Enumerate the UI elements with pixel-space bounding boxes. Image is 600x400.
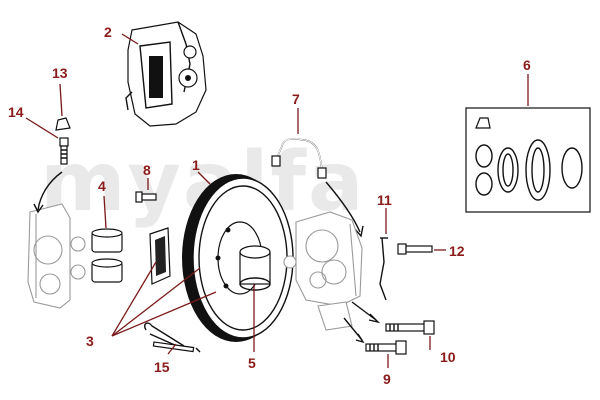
callout-5: 5: [248, 355, 256, 371]
brake-hose-part-7: [271, 138, 327, 179]
seal-kit-part-6: [465, 107, 591, 213]
bolt-part-10: [385, 320, 435, 335]
callout-12: 12: [449, 243, 465, 259]
callout-1: 1: [192, 157, 200, 173]
assembly-arrow-right: [325, 181, 361, 233]
callout-8: 8: [143, 162, 151, 178]
brake-disc-part-1: [182, 174, 294, 342]
callout-numbers: 2 13 14 4 8 1 7 11 12 6 3 5 15 9 10: [8, 24, 531, 387]
callout-7: 7: [292, 91, 300, 107]
callout-3: 3: [86, 333, 94, 349]
callout-4: 4: [98, 178, 106, 194]
leader-lines: [25, 33, 529, 368]
bolt-part-9: [365, 340, 407, 355]
bleed-screw-part-14: [59, 137, 69, 165]
callout-9: 9: [383, 371, 391, 387]
hub-spacer-part-5: [239, 245, 271, 291]
callout-14: 14: [8, 104, 24, 120]
caliper-ghost-left: [27, 203, 86, 309]
callout-11: 11: [377, 192, 392, 208]
caliper-part-2: [125, 21, 207, 127]
callout-10: 10: [440, 349, 456, 365]
callout-2: 2: [104, 24, 112, 40]
bleed-cap-part-13: [55, 117, 71, 131]
callout-13: 13: [52, 65, 68, 81]
clip-part-11: [379, 237, 388, 301]
bolt-part-12: [397, 243, 433, 255]
screw-part-8: [135, 191, 157, 203]
assembly-arrow-left: [37, 171, 63, 211]
caliper-ghost-right: [283, 211, 363, 331]
pistons-part-4: [91, 228, 123, 283]
callout-15: 15: [154, 359, 170, 375]
callout-6: 6: [523, 57, 531, 73]
